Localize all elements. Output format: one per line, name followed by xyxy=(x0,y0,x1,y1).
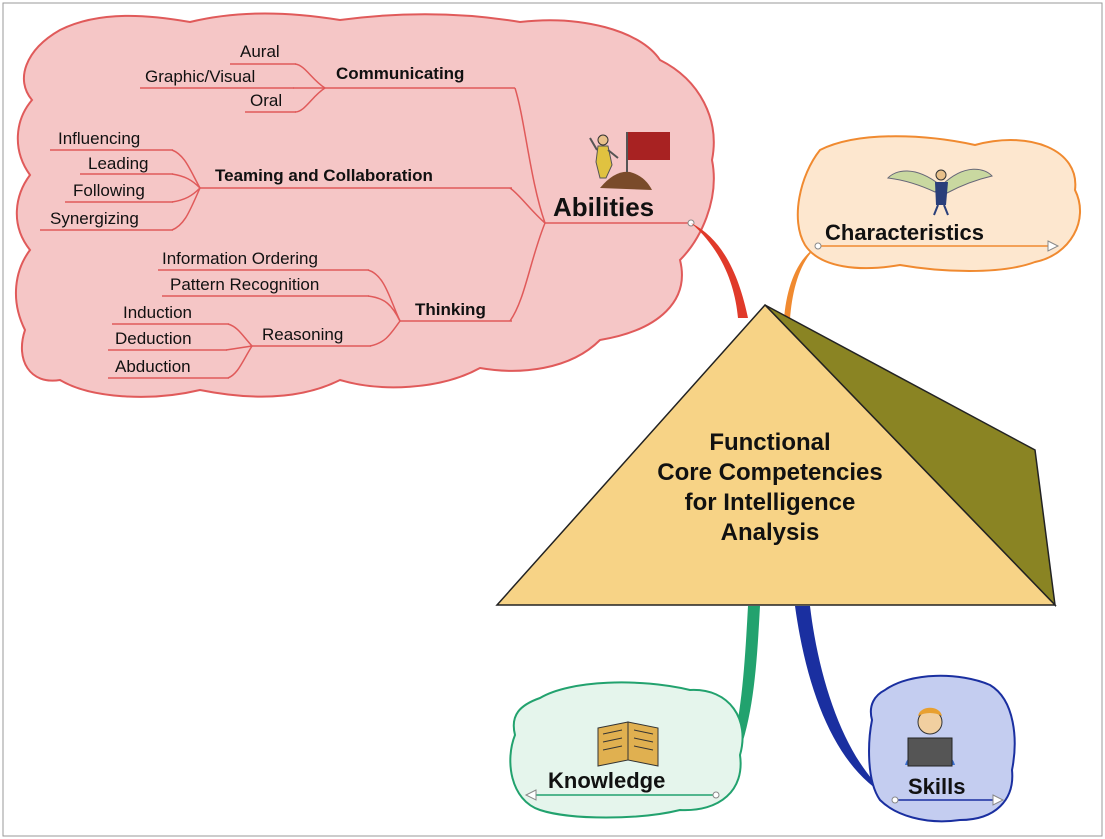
reasoning-item-abduction: Abduction xyxy=(115,357,191,376)
center-line-3: for Intelligence xyxy=(685,489,856,516)
core-competencies-pyramid: Functional Core Competencies for Intelli… xyxy=(495,303,1057,608)
person-at-laptop-icon xyxy=(905,707,955,767)
center-line-1: Functional xyxy=(709,429,830,456)
communicating-item-oral: Oral xyxy=(250,91,282,110)
knowledge-label: Knowledge xyxy=(548,768,665,793)
climber-with-flag-icon xyxy=(589,132,670,190)
characteristics-connector-dot xyxy=(814,242,822,250)
abilities-branch-lines xyxy=(509,87,546,322)
knowledge-node: Knowledge xyxy=(509,681,744,819)
reasoning-label: Reasoning xyxy=(262,325,343,344)
reasoning-lines xyxy=(108,323,253,379)
skills-node: Skills xyxy=(868,674,1016,823)
center-line-4: Analysis xyxy=(721,519,820,546)
communicating-item-graphic-visual: Graphic/Visual xyxy=(145,67,255,86)
teaming-label: Teaming and Collaboration xyxy=(215,166,433,185)
abilities-cloud xyxy=(14,12,715,398)
abilities-stem xyxy=(691,223,748,318)
reasoning-item-induction: Induction xyxy=(123,303,192,322)
characteristics-node: Characteristics xyxy=(796,135,1081,272)
skills-stem xyxy=(795,606,895,800)
communicating-branch: Communicating Aural Graphic/Visual Oral xyxy=(140,42,515,113)
open-book-icon xyxy=(597,721,659,767)
knowledge-connector-dot xyxy=(712,791,720,799)
teaming-item-following: Following xyxy=(73,181,145,200)
teaming-item-synergizing: Synergizing xyxy=(50,209,139,228)
teaming-branch: Teaming and Collaboration Influencing Le… xyxy=(40,129,512,231)
thinking-label: Thinking xyxy=(415,300,486,319)
pyramid-front-face xyxy=(495,303,1057,606)
knowledge-stem xyxy=(716,606,760,795)
knowledge-arrow xyxy=(524,789,537,801)
characteristics-arrow xyxy=(1047,240,1060,252)
communicating-label: Communicating xyxy=(336,64,464,83)
skills-connector-dot xyxy=(891,796,899,804)
thinking-item-pattern-recognition: Pattern Recognition xyxy=(170,275,319,294)
center-line-2: Core Competencies xyxy=(657,459,882,486)
abilities-label: Abilities xyxy=(553,192,654,222)
skills-label: Skills xyxy=(908,774,965,799)
skills-arrow xyxy=(992,794,1005,806)
teaming-item-influencing: Influencing xyxy=(58,129,140,148)
communicating-item-aural: Aural xyxy=(240,42,280,61)
characteristics-label: Characteristics xyxy=(825,220,984,245)
teaming-item-leading: Leading xyxy=(88,154,149,173)
thinking-item-information-ordering: Information Ordering xyxy=(162,249,318,268)
winged-figure-icon xyxy=(886,168,993,216)
characteristics-stem xyxy=(784,246,818,320)
reasoning-item-deduction: Deduction xyxy=(115,329,192,348)
abilities-node: Abilities Communicating Aural Graphic/Vi… xyxy=(14,12,715,398)
thinking-branch: Thinking Information Ordering Pattern Re… xyxy=(108,249,512,379)
